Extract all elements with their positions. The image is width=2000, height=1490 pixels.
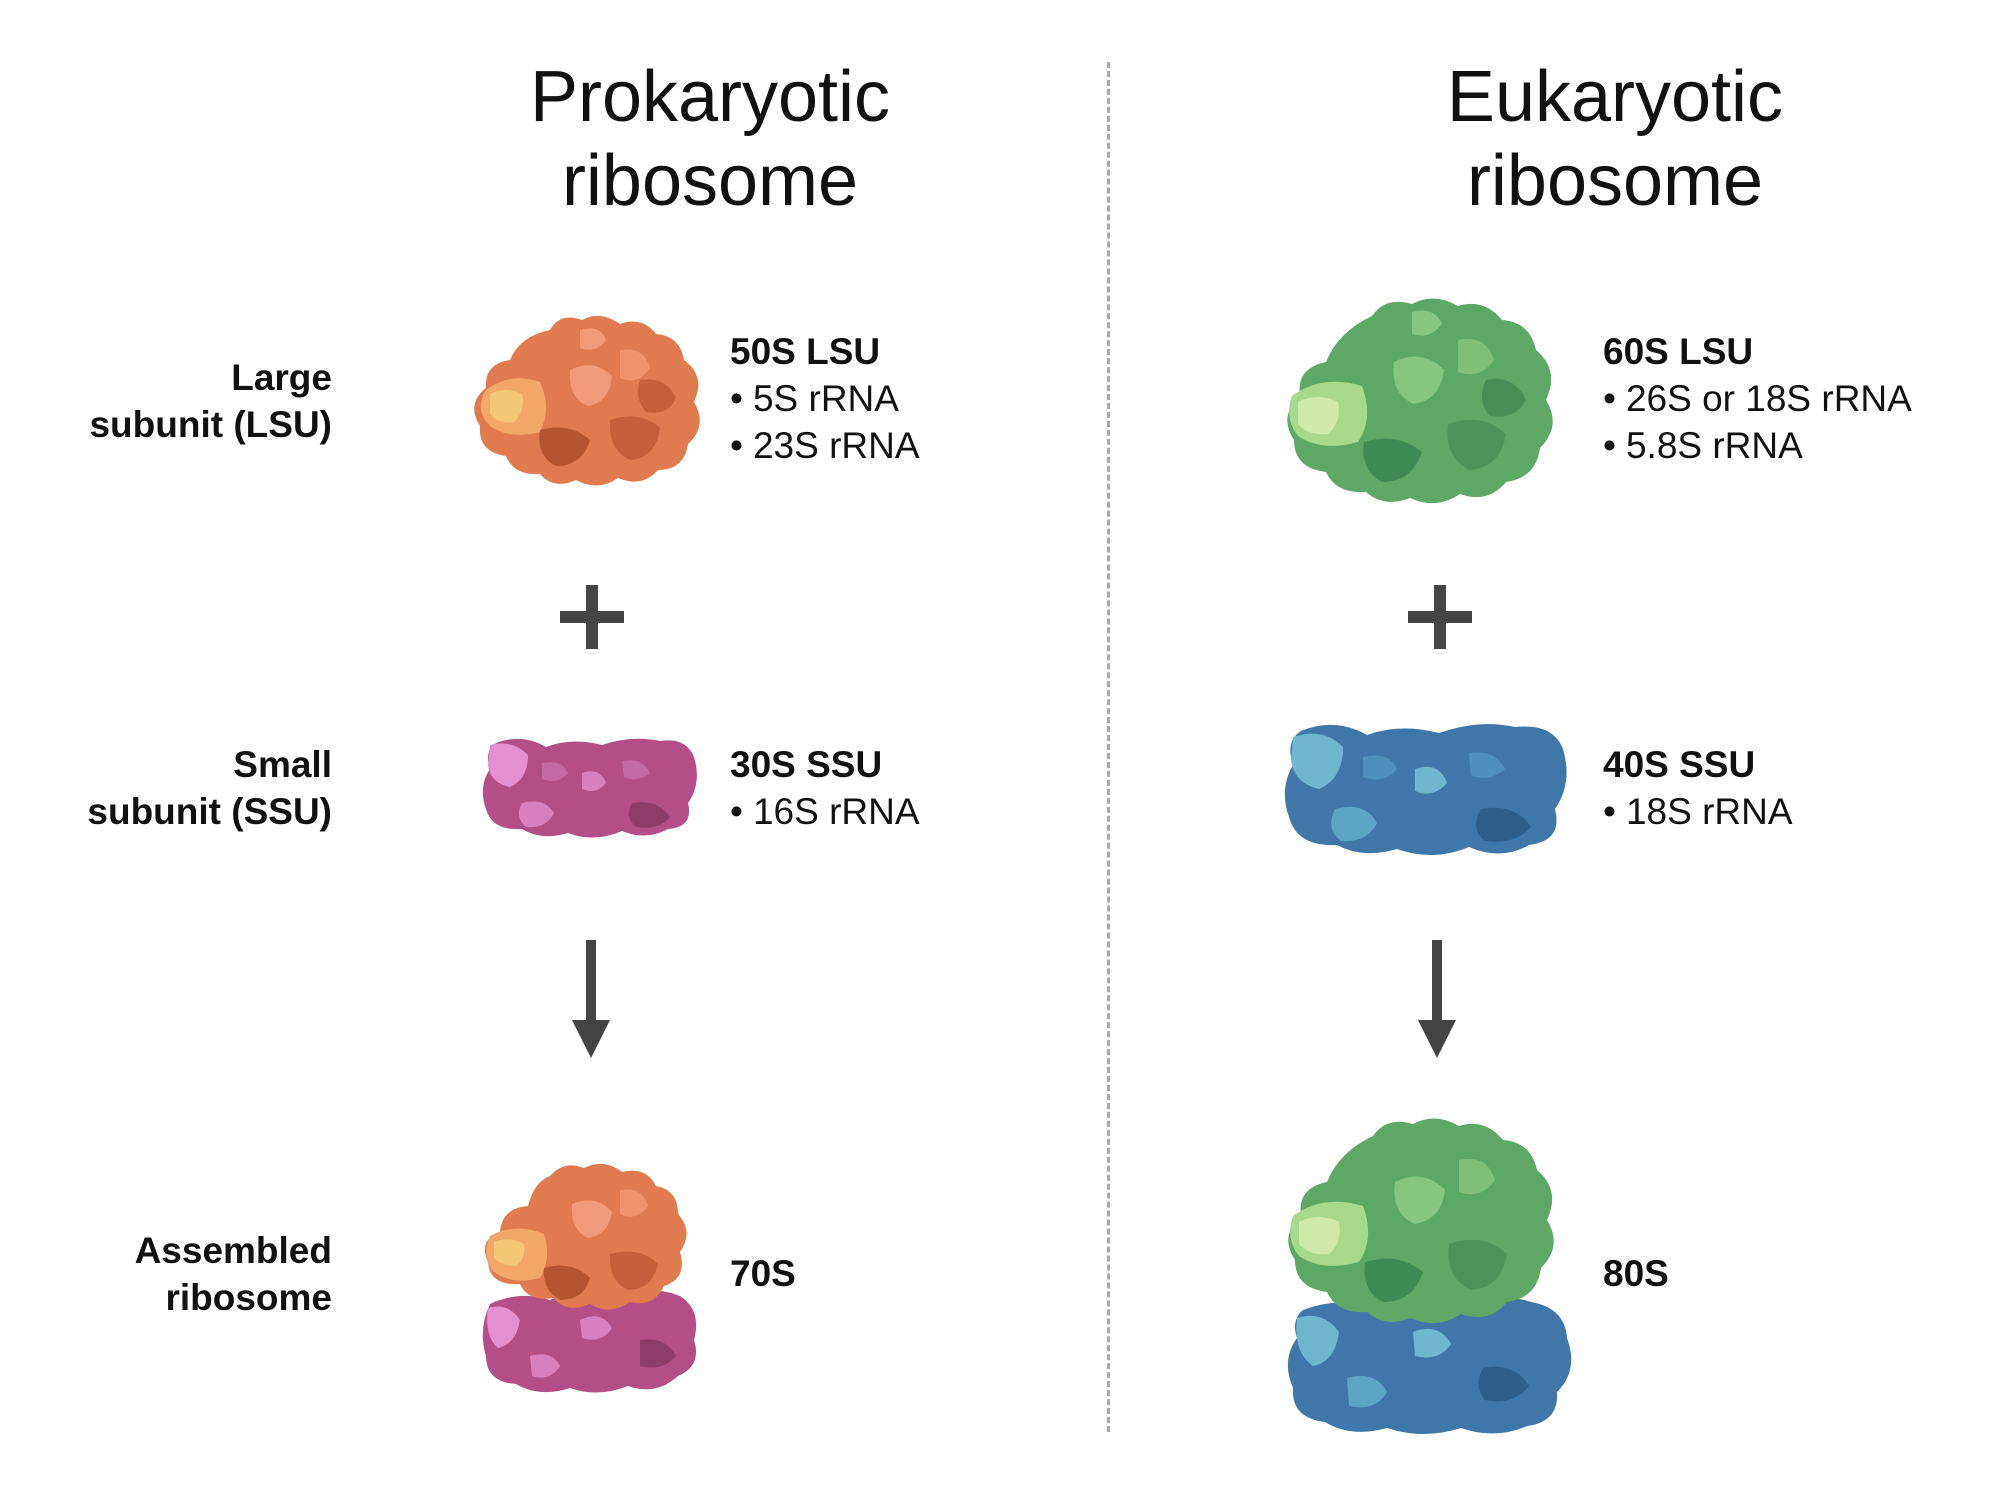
row-label-small-line-2: subunit (SSU) — [87, 791, 332, 832]
eukaryotic-title-line-2: ribosome — [1466, 141, 1764, 221]
eukaryotic-lsu-component: 5.8S rRNA — [1603, 422, 1912, 469]
prokaryotic-title-line-1: Prokaryotic — [529, 57, 891, 137]
eukaryotic-ssu-illustration — [1284, 724, 1567, 856]
prokaryotic-assembled-illustration — [482, 1163, 697, 1393]
eukaryotic-plus-icon — [1408, 585, 1472, 649]
row-label-assembled: Assembled ribosome — [135, 1227, 332, 1321]
eukaryotic-lsu-illustration — [1287, 298, 1553, 504]
eukaryotic-ssu-name: 40S SSU — [1603, 744, 1756, 785]
prokaryotic-ssu-illustration — [482, 738, 697, 838]
prokaryotic-assembled-info: 70S — [730, 1250, 796, 1297]
prokaryotic-plus-icon — [560, 585, 624, 649]
eukaryotic-title-line-1: Eukaryotic — [1446, 57, 1784, 137]
row-label-large-line-1: Large — [231, 357, 332, 398]
prokaryotic-lsu-info: 50S LSU 5S rRNA 23S rRNA — [730, 328, 920, 469]
eukaryotic-assembled-info: 80S — [1603, 1250, 1669, 1297]
prokaryotic-lsu-component: 23S rRNA — [730, 422, 920, 469]
prokaryotic-assembled-name: 70S — [730, 1253, 796, 1294]
row-label-assembled-line-1: Assembled — [134, 1230, 332, 1271]
row-label-small-subunit: Small subunit (SSU) — [87, 741, 332, 835]
row-label-large-line-2: subunit (LSU) — [89, 404, 332, 445]
prokaryotic-lsu-illustration — [474, 315, 700, 486]
eukaryotic-assembled-name: 80S — [1603, 1253, 1669, 1294]
row-label-assembled-line-2: ribosome — [165, 1277, 332, 1318]
prokaryotic-ssu-name: 30S SSU — [730, 744, 883, 785]
eukaryotic-ssu-components: 18S rRNA — [1603, 788, 1793, 835]
prokaryotic-lsu-component: 5S rRNA — [730, 375, 920, 422]
prokaryotic-lsu-components: 5S rRNA 23S rRNA — [730, 375, 920, 469]
eukaryotic-assembled-illustration — [1287, 1118, 1572, 1434]
row-label-large-subunit: Large subunit (LSU) — [89, 354, 332, 448]
eukaryotic-lsu-name: 60S LSU — [1603, 331, 1754, 372]
row-label-small-line-1: Small — [233, 744, 332, 785]
prokaryotic-title: Prokaryotic ribosome — [360, 55, 1060, 223]
eukaryotic-lsu-info: 60S LSU 26S or 18S rRNA 5.8S rRNA — [1603, 328, 1912, 469]
eukaryotic-ssu-component: 18S rRNA — [1603, 788, 1793, 835]
prokaryotic-title-line-2: ribosome — [561, 141, 859, 221]
column-divider — [1107, 62, 1110, 1432]
prokaryotic-ssu-component: 16S rRNA — [730, 788, 920, 835]
prokaryotic-ssu-components: 16S rRNA — [730, 788, 920, 835]
eukaryotic-down-arrow-icon — [1418, 940, 1456, 1058]
prokaryotic-lsu-name: 50S LSU — [730, 331, 881, 372]
eukaryotic-lsu-component: 26S or 18S rRNA — [1603, 375, 1912, 422]
eukaryotic-lsu-components: 26S or 18S rRNA 5.8S rRNA — [1603, 375, 1912, 469]
prokaryotic-ssu-info: 30S SSU 16S rRNA — [730, 741, 920, 835]
eukaryotic-ssu-info: 40S SSU 18S rRNA — [1603, 741, 1793, 835]
eukaryotic-title: Eukaryotic ribosome — [1265, 55, 1965, 223]
prokaryotic-down-arrow-icon — [572, 940, 610, 1058]
